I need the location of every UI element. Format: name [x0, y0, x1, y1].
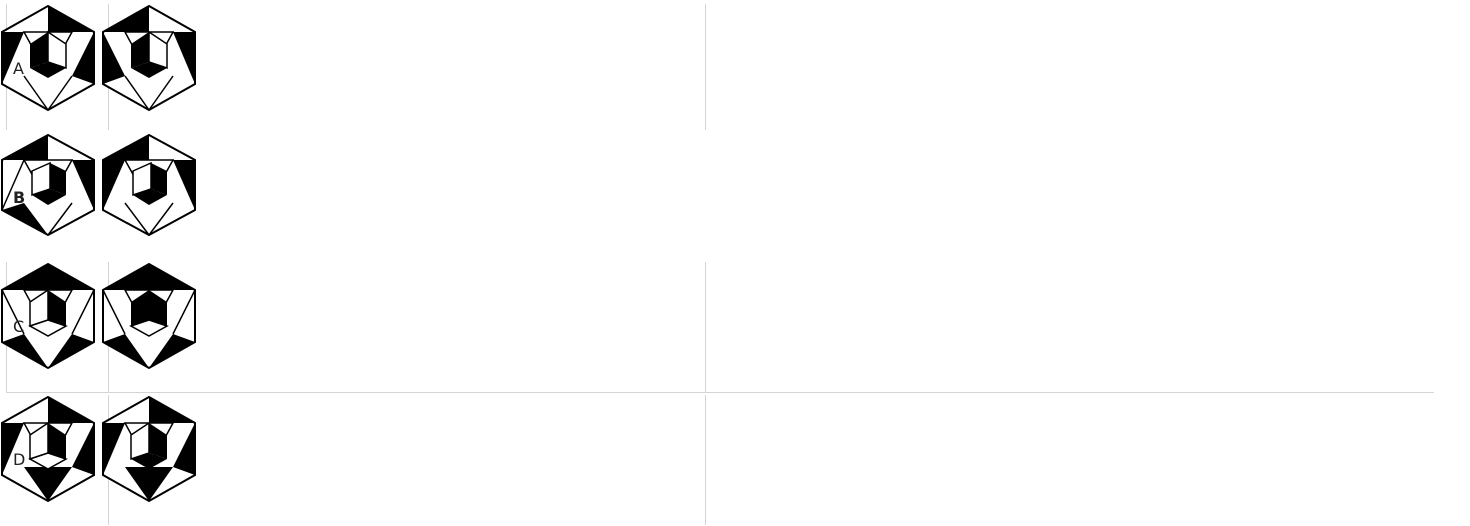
option-label-d: D — [13, 395, 25, 525]
option-row-c[interactable]: C — [0, 262, 1470, 392]
option-label-b: B — [13, 133, 25, 263]
figure-b-right — [101, 133, 197, 237]
table-divider — [6, 392, 1434, 393]
figure-c-right — [101, 262, 197, 370]
option-row-d[interactable]: D — [0, 395, 1470, 525]
option-row-b[interactable]: B — [0, 133, 1470, 263]
option-label-a: A — [13, 4, 24, 134]
figure-a-right — [101, 4, 197, 112]
option-label-c: C — [13, 262, 24, 392]
option-row-a[interactable]: A — [0, 4, 1470, 134]
figure-d-right — [101, 395, 197, 503]
